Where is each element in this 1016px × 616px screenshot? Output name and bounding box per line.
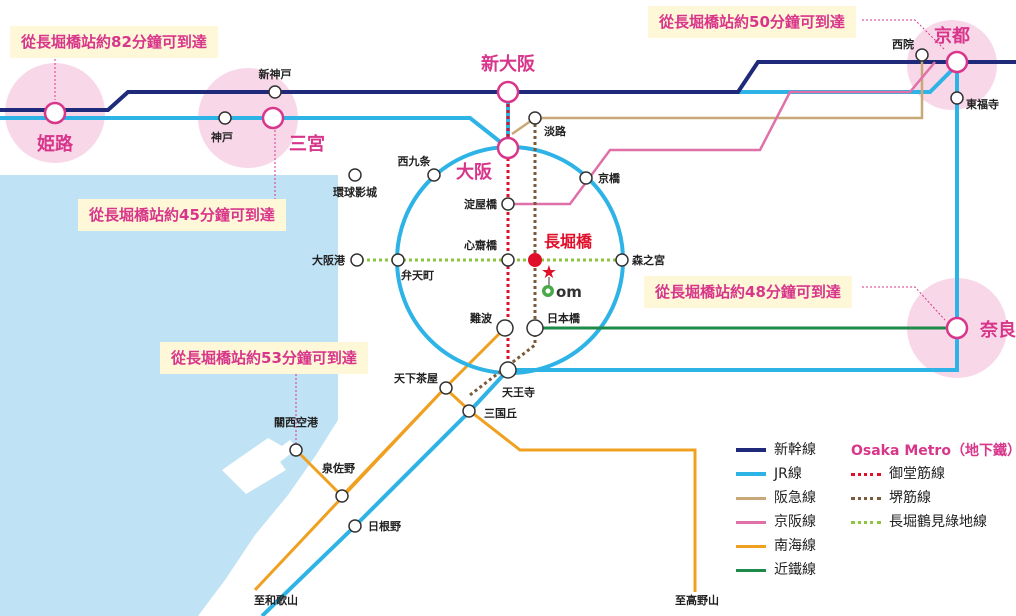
legend-keihan: 京阪線 bbox=[736, 512, 816, 532]
legend-swatch-sakaisuji bbox=[851, 496, 881, 500]
legend-hankyu: 阪急線 bbox=[736, 488, 816, 508]
label-hineno: 日根野 bbox=[368, 519, 401, 533]
legend-label-shinkansen: 新幹線 bbox=[774, 442, 816, 458]
label-osakako: 大阪港 bbox=[312, 253, 346, 267]
legend-label-midosuji: 御堂筋線 bbox=[889, 466, 945, 482]
legend-midosuji: 御堂筋線 bbox=[851, 464, 945, 484]
label-himeji: 姫路 bbox=[37, 133, 74, 155]
callout-leaders bbox=[54, 19, 946, 446]
legend-label-hankyu: 阪急線 bbox=[774, 490, 816, 506]
label-namba: 難波 bbox=[470, 311, 493, 325]
legend-nankai: 南海線 bbox=[736, 536, 816, 556]
label-izumisano: 泉佐野 bbox=[321, 461, 355, 475]
label-shinsaibashi: 心齋橋 bbox=[464, 238, 498, 252]
callout-kyoto: 從長堀橋站約50分鐘可到達 bbox=[648, 6, 856, 38]
legend-shinkansen: 新幹線 bbox=[736, 440, 816, 460]
legend-jr: JR線 bbox=[736, 464, 802, 484]
legend-swatch-nankai bbox=[736, 544, 766, 548]
label-bentencho: 弁天町 bbox=[401, 268, 434, 282]
major-stations bbox=[43, 50, 969, 340]
label-mikunigaoka: 三国丘 bbox=[484, 407, 517, 420]
legend: 新幹線 JR線 阪急線 京阪線 南海線 近鐵線 Osaka Metro（地下鐵）… bbox=[736, 440, 1016, 590]
legend-metro-title: Osaka Metro（地下鐵） bbox=[851, 443, 1016, 459]
callout-airport: 從長堀橋站約53分鐘可到達 bbox=[160, 342, 368, 374]
label-nipponbashi: 日本橋 bbox=[547, 311, 581, 325]
label-tengachaya: 天下茶屋 bbox=[394, 371, 438, 385]
callout-nara: 從長堀橋站約48分鐘可到達 bbox=[644, 276, 852, 308]
legend-kintetsu: 近鐵線 bbox=[736, 560, 816, 580]
label-universal: 環球影城 bbox=[333, 185, 377, 199]
legend-swatch-midosuji bbox=[851, 472, 881, 476]
om-logo-text: om bbox=[556, 283, 582, 301]
label-osaka: 大阪 bbox=[456, 161, 493, 183]
legend-label-nagahori: 長堀鶴見綠地線 bbox=[889, 514, 987, 530]
label-nara: 奈良 bbox=[979, 319, 1016, 341]
station-labels: 姫路 三宮 新大阪 大阪 京都 奈良 長堀橋 新神戸 神戸 西九条 環球影城 淡… bbox=[37, 25, 1016, 607]
star-icon: ★ bbox=[541, 262, 557, 283]
legend-nagahori: 長堀鶴見綠地線 bbox=[851, 512, 987, 532]
legend-swatch-kintetsu bbox=[736, 568, 766, 572]
label-morinomiya: 森之宮 bbox=[632, 253, 665, 267]
label-kansai-airport: 關西空港 bbox=[274, 415, 319, 429]
legend-label-kintetsu: 近鐵線 bbox=[774, 562, 816, 578]
callout-himeji: 從長堀橋站約82分鐘可到達 bbox=[10, 26, 218, 58]
label-nagahoribashi: 長堀橋 bbox=[544, 232, 593, 251]
osaka-bay-sea bbox=[0, 175, 338, 616]
legend-label-sakaisuji: 堺筋線 bbox=[889, 490, 931, 506]
nagahoribashi-marker bbox=[528, 253, 542, 267]
small-stations bbox=[218, 48, 964, 533]
legend-swatch-nagahori bbox=[851, 520, 881, 524]
legend-label-keihan: 京阪線 bbox=[774, 514, 816, 530]
label-kyobashi: 京橋 bbox=[598, 171, 621, 185]
hankyu-line bbox=[511, 55, 924, 136]
label-yodoyabashi: 淀屋橋 bbox=[464, 197, 498, 211]
label-nishikujo: 西九条 bbox=[398, 154, 432, 168]
legend-label-jr: JR線 bbox=[774, 466, 802, 482]
label-kobe: 神戸 bbox=[211, 130, 233, 144]
legend-sakaisuji: 堺筋線 bbox=[851, 488, 931, 508]
nankai-line bbox=[253, 326, 697, 592]
kansai-airport-island bbox=[222, 438, 298, 494]
om-logo-icon: om bbox=[542, 283, 582, 301]
label-to-koyasan: 至高野山 bbox=[675, 593, 719, 607]
legend-swatch-jr bbox=[736, 472, 766, 476]
legend-swatch-shinkansen bbox=[736, 448, 766, 452]
label-saiin: 西院 bbox=[892, 37, 914, 51]
label-awaji: 淡路 bbox=[544, 124, 567, 138]
label-kyoto: 京都 bbox=[934, 25, 970, 47]
label-tennoji: 天王寺 bbox=[502, 385, 535, 399]
legend-swatch-hankyu bbox=[736, 496, 766, 500]
label-to-wakayama: 至和歌山 bbox=[254, 593, 298, 607]
callout-sannomiya: 從長堀橋站約45分鐘可到達 bbox=[78, 199, 286, 231]
keihan-line bbox=[508, 61, 936, 206]
label-sannomiya: 三宮 bbox=[289, 133, 325, 155]
label-shin-osaka: 新大阪 bbox=[481, 53, 536, 75]
legend-swatch-keihan bbox=[736, 520, 766, 524]
label-tofukuji: 東福寺 bbox=[966, 97, 999, 111]
label-shin-kobe: 新神戸 bbox=[259, 67, 292, 81]
legend-label-nankai: 南海線 bbox=[774, 538, 816, 554]
